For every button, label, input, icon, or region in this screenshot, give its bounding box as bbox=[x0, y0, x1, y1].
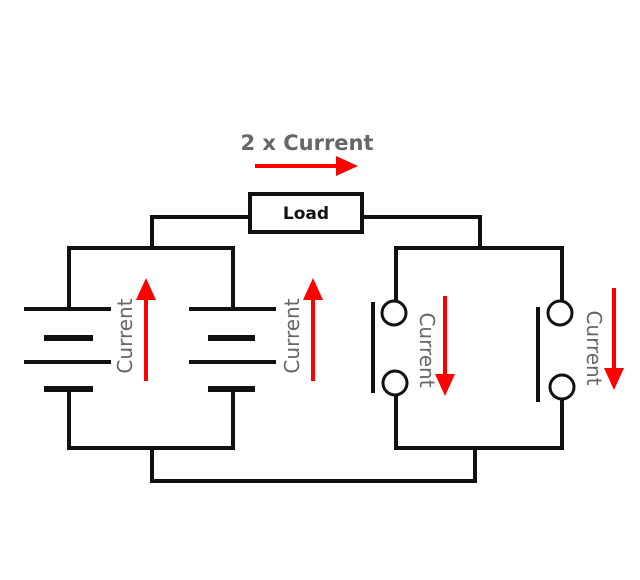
battery-1-current-arrow bbox=[136, 278, 156, 381]
switch-1-current-label: Current bbox=[415, 312, 439, 387]
battery-2 bbox=[189, 307, 276, 392]
battery-1-current-label: Current bbox=[113, 298, 137, 373]
switch-2-current-arrow bbox=[604, 288, 624, 390]
total-current-label: 2 x Current bbox=[240, 131, 373, 155]
switch-1-current-arrow bbox=[435, 296, 455, 396]
switch-2-current-label: Current bbox=[582, 310, 606, 385]
load-label: Load bbox=[283, 204, 329, 224]
load-resistor: Load bbox=[248, 192, 364, 234]
total-current-arrow bbox=[255, 156, 358, 176]
battery-1 bbox=[24, 307, 111, 392]
switch-1 bbox=[371, 299, 409, 397]
battery-2-current-arrow bbox=[303, 278, 323, 381]
battery-2-current-label: Current bbox=[280, 298, 304, 373]
wires bbox=[67, 215, 564, 483]
switch-2 bbox=[536, 299, 576, 402]
